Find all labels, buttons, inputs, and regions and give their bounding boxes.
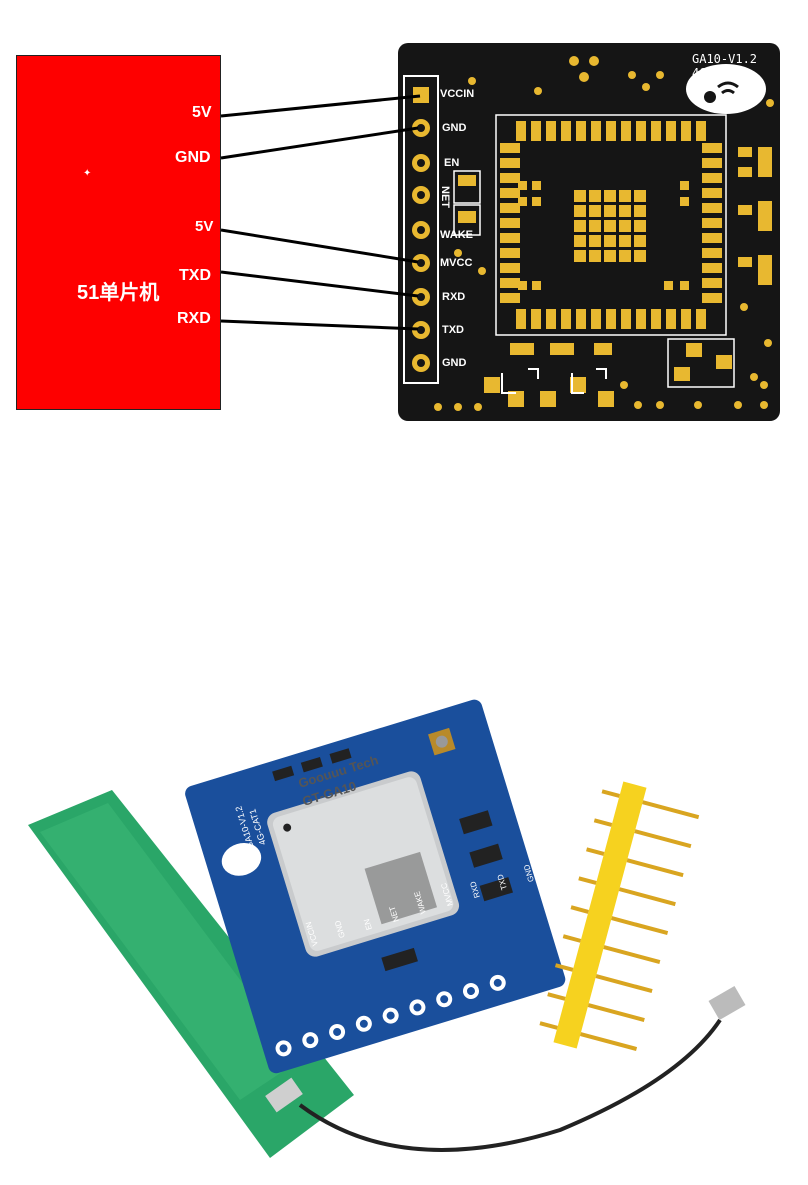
- ipex-connector: [708, 985, 746, 1021]
- mcu-title: 51单片机: [77, 282, 160, 304]
- wire-5v-vccin: [220, 94, 421, 118]
- antenna-cable: [298, 1018, 722, 1152]
- photo-pin-label: VCCIN: [304, 920, 320, 947]
- wire-txd-rxd: [220, 270, 419, 298]
- marker-dot: ✦: [83, 168, 92, 179]
- pin-label-mvcc: MVCC: [440, 257, 473, 269]
- photo-pin-label: MVCC: [439, 882, 455, 907]
- wire-gnd-gnd: [220, 126, 419, 160]
- pin-label-net: NET: [439, 186, 451, 208]
- photo-pin-label: RXD: [468, 880, 482, 899]
- pin-label-gnd-2: GND: [442, 357, 467, 369]
- blue-module-pcb: [185, 699, 566, 1074]
- product-photo: Goouuu Tech GT-GA10 GA10-V1.2 4G-CAT1 VC…: [0, 660, 808, 1180]
- photo-pin-label: GND: [522, 863, 536, 883]
- pin-header: [539, 781, 700, 1051]
- product-photo-art: Goouuu Tech GT-GA10 GA10-V1.2 4G-CAT1: [28, 699, 746, 1158]
- mcu-pin-5v-b: 5V: [195, 218, 214, 235]
- wire-5v-mvcc: [220, 228, 419, 264]
- ga10-pcb-layout: GA10-V1.2 4G-CAT1 VCCIN GND EN NET WAKE …: [398, 43, 780, 421]
- photo-pin-label: EN: [362, 918, 374, 931]
- mcu-pin-txd: TXD: [179, 267, 211, 284]
- mcu-board: ✦ 51单片机 5V GND 5V TXD RXD: [16, 55, 221, 410]
- pin-label-vccin: VCCIN: [440, 88, 475, 100]
- photo-pin-label: WAKE: [413, 890, 428, 915]
- photo-pin-label: TXD: [496, 873, 509, 891]
- photo-pin-label: GND: [333, 919, 347, 939]
- mcu-pin-gnd: GND: [175, 149, 211, 166]
- pcb-artwork: [403, 56, 774, 411]
- pin-label-en: EN: [444, 157, 460, 169]
- pin-label-gnd-1: GND: [442, 122, 467, 134]
- mcu-pin-rxd: RXD: [177, 310, 211, 327]
- pin-label-wake: WAKE: [440, 229, 473, 241]
- photo-pin-label-layer: VCCIN GND EN NET WAKE MVCC RXD TXD GND: [304, 863, 536, 947]
- pin-label-rxd: RXD: [442, 291, 466, 303]
- mcu-pin-5v-a: 5V: [192, 104, 212, 121]
- board-name: GA10-V1.2: [692, 52, 758, 66]
- wire-rxd-txd: [220, 319, 419, 331]
- board-type: 4G-CAT1: [692, 66, 743, 80]
- pin-label-txd: TXD: [442, 324, 464, 336]
- photo-pin-label: NET: [388, 905, 401, 923]
